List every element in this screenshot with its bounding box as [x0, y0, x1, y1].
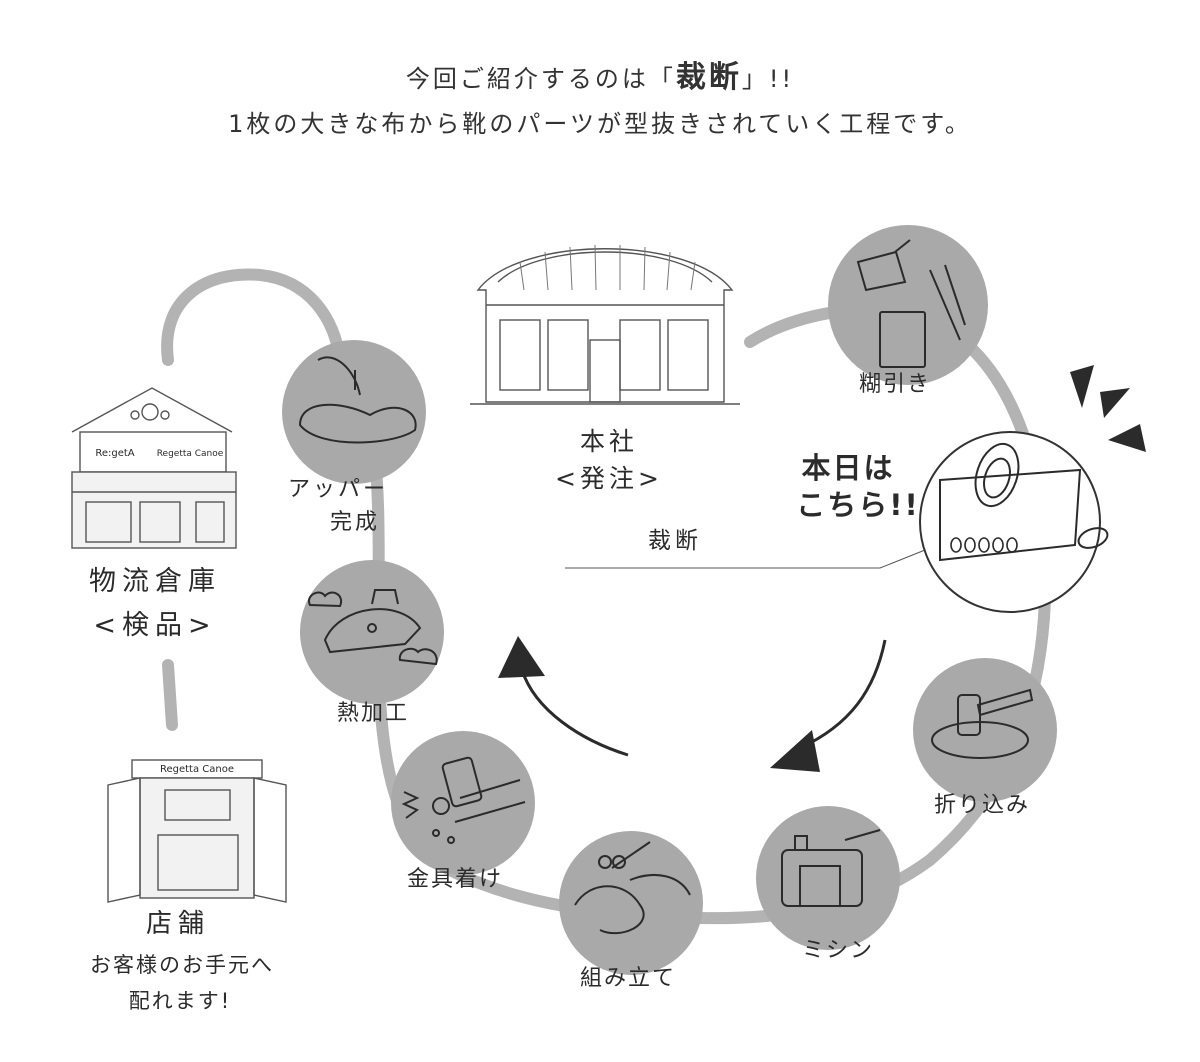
step-upper-circle: [282, 340, 426, 484]
step-heat-label: 熱加工: [337, 701, 409, 726]
header-text-after: 」!!: [741, 65, 795, 93]
sewing-illustration: [781, 829, 881, 907]
header-line-2: 1枚の大きな布から靴のパーツが型抜きされていく工程です。: [228, 110, 972, 138]
today-callout-line2: こちら!!: [796, 488, 919, 522]
header-highlight: 裁断: [675, 60, 742, 95]
store-sublabel-2: 配れます!: [129, 989, 231, 1013]
emphasis-mark-1: [1070, 365, 1094, 408]
cycle-arrowhead-right: [770, 730, 820, 772]
step-fold-circle: [913, 658, 1057, 802]
step-upper-label-2: 完成: [330, 510, 380, 535]
header-text-before: 今回ご紹介するのは「: [405, 65, 676, 93]
leader-line: [565, 547, 931, 569]
step-glue: 糊引き: [828, 225, 988, 397]
step-glue-circle: [828, 225, 988, 385]
step-fold-label: 折り込み: [934, 793, 1030, 818]
heat-illustration: [308, 589, 438, 666]
step-upper: アッパー 完成: [282, 340, 426, 535]
assembly-illustration: [574, 841, 691, 935]
warehouse-sign-1: Re:getA: [95, 448, 134, 459]
step-glue-label: 糊引き: [859, 372, 931, 397]
head-office-sublabel: <発注>: [555, 464, 663, 493]
header-line-1: 今回ご紹介するのは「裁断」!!: [0, 52, 1200, 96]
step-upper-label-1: アッパー: [288, 477, 388, 502]
store-sublabel-1: お客様のお手元へ: [90, 953, 274, 977]
warehouse-track: [161, 268, 346, 366]
upper-illustration: [298, 356, 417, 444]
logistics-label: 物流倉庫: [89, 566, 221, 597]
head-office-illustration: [470, 244, 740, 405]
warehouse-sign-2: Regetta Canoe: [157, 449, 224, 459]
emphasis-mark-2: [1100, 388, 1130, 418]
step-metal-label: 金具着け: [407, 867, 503, 892]
store-illustration: [107, 759, 287, 903]
fold-illustration: [931, 688, 1034, 759]
step-metal-circle: [391, 731, 535, 875]
current-step-label: 裁断: [648, 528, 702, 554]
step-sewing: ミシン: [756, 806, 900, 963]
step-cutting: [919, 431, 1109, 613]
step-sewing-label: ミシン: [802, 938, 874, 963]
metal-illustration: [401, 756, 526, 844]
step-assembly-label: 組み立て: [580, 966, 676, 991]
step-cutting-circle: [919, 431, 1101, 613]
head-office-label: 本社: [580, 427, 638, 456]
step-metal: 金具着け: [391, 731, 535, 892]
step-heat: 熱加工: [300, 560, 444, 726]
glue-illustration: [856, 239, 966, 368]
emphasis-mark-3: [1108, 424, 1146, 452]
warehouse-illustration: [71, 387, 237, 549]
today-callout-line1: 本日は: [801, 451, 894, 485]
step-fold: 折り込み: [913, 658, 1057, 818]
store-label: 店舗: [146, 909, 210, 939]
cycle-arrow-right: [799, 639, 887, 750]
step-assembly: 組み立て: [559, 831, 703, 991]
step-sewing-circle: [756, 806, 900, 950]
cycle-arrowhead-left: [498, 636, 545, 678]
store-track: [162, 659, 178, 731]
cycle-arrow-left: [520, 669, 629, 757]
step-assembly-circle: [559, 831, 703, 975]
logistics-sublabel: <検品>: [93, 610, 216, 641]
cutting-illustration: [939, 442, 1109, 562]
cutout-dots: [950, 537, 1018, 553]
store-sign: Regetta Canoe: [160, 764, 234, 775]
